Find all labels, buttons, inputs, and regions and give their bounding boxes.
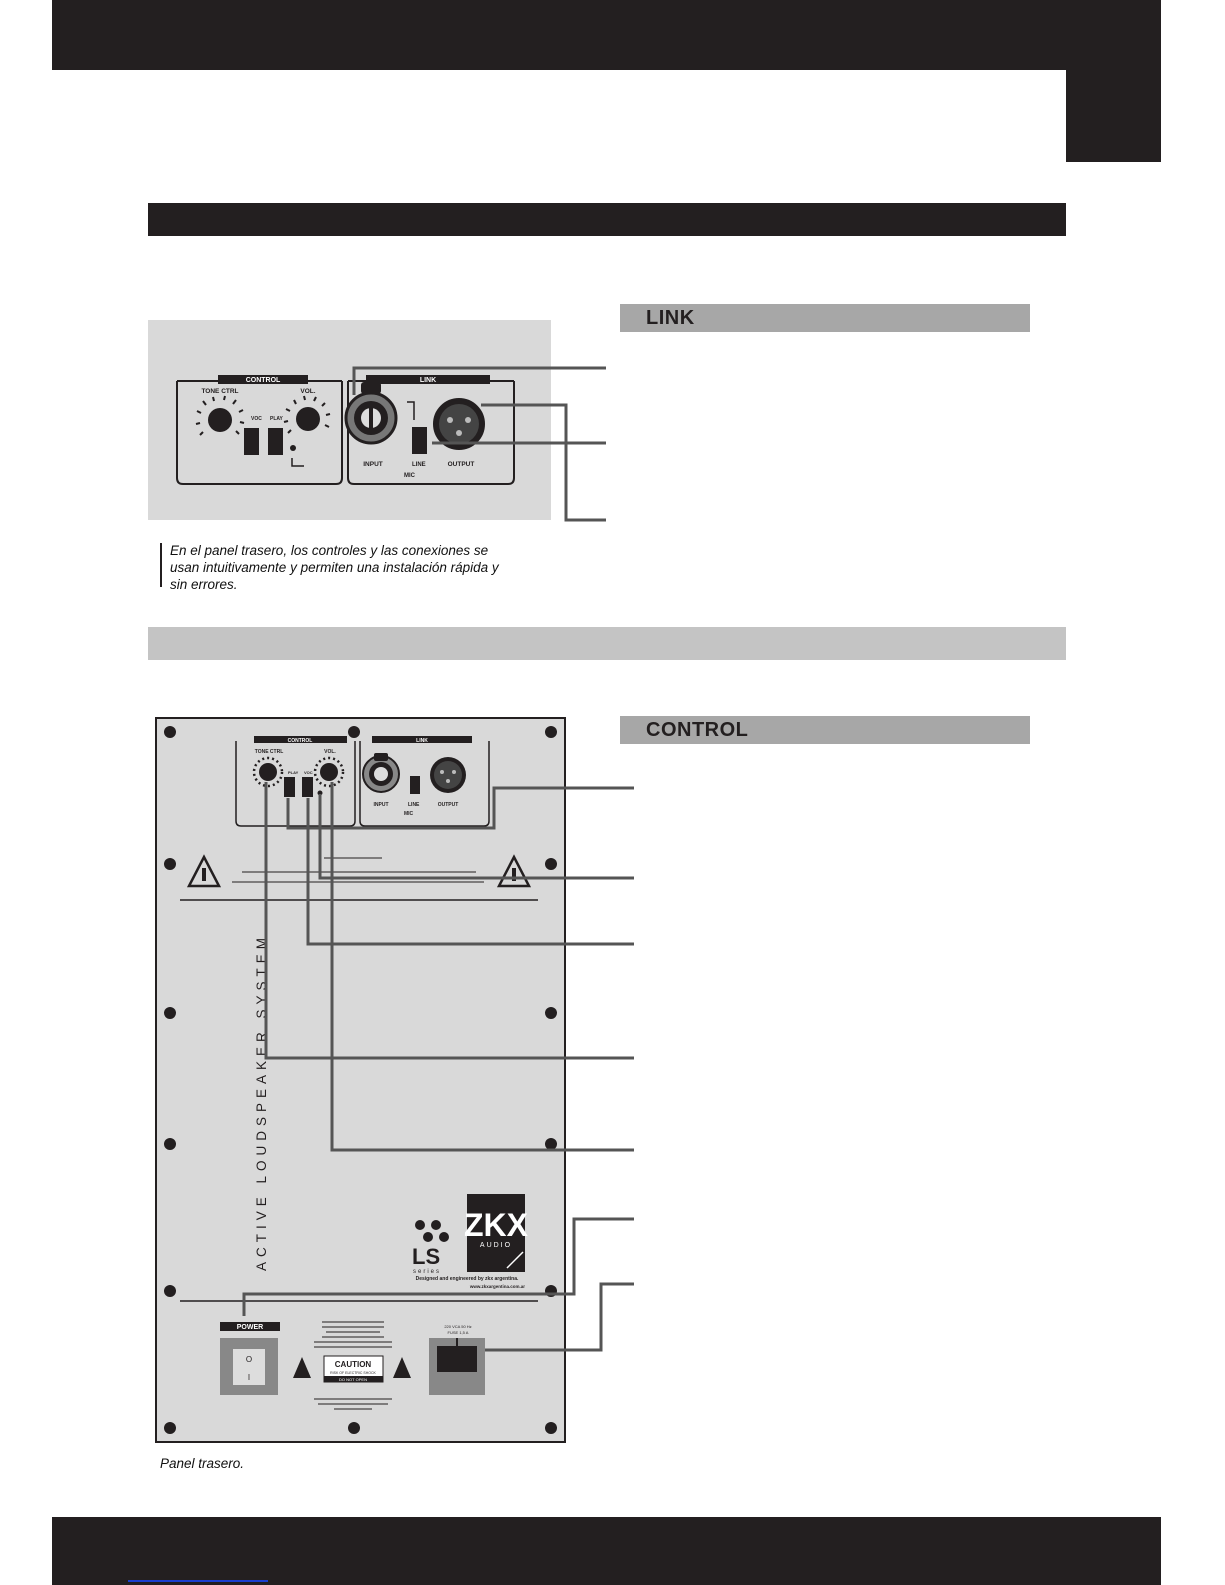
voc-switch[interactable]	[244, 428, 259, 455]
power-on-mark: I	[248, 1373, 250, 1382]
voltage-text: 220 VCA 50 Hz	[444, 1324, 471, 1329]
rear-panel-caption: Panel trasero.	[160, 1456, 245, 1471]
rear-input-label: INPUT	[374, 802, 389, 808]
output-label: OUTPUT	[448, 461, 475, 468]
warning-icon	[496, 854, 532, 888]
power-label: POWER	[237, 1324, 263, 1331]
link-panel-illustration: CONTROL LINK TONE CTRL VOC PLAY VOL. INP…	[148, 320, 606, 522]
series-logo: LS	[412, 1244, 440, 1269]
rear-tone-ctrl-label: TONE CTRL	[255, 749, 284, 755]
power-off-mark: O	[246, 1355, 252, 1364]
rear-line-mic-switch[interactable]	[410, 776, 420, 794]
rear-voc-label: VOC	[304, 770, 313, 775]
chapter-tab	[1066, 0, 1161, 162]
section-bar-dark	[148, 203, 1066, 236]
caution-sub: RISK OF ELECTRIC SHOCK	[330, 1371, 376, 1375]
voc-label: VOC	[251, 416, 262, 422]
rear-tone-knob[interactable]	[259, 763, 277, 781]
link-heading: LINK	[620, 304, 1030, 332]
rear-panel-illustration: CONTROL TONE CTRL PLAY VOC VOL. LINK INP…	[155, 717, 634, 1443]
shock-warning-icon	[293, 1357, 311, 1378]
link-panel-caption: En el panel trasero, los controles y las…	[170, 543, 499, 592]
series-sub-label: series	[413, 1269, 441, 1275]
control-heading: CONTROL	[620, 716, 1030, 744]
brand-sub: AUDIO	[480, 1242, 512, 1249]
tone-ctrl-label: TONE CTRL	[201, 388, 238, 395]
ls-series-logo	[415, 1220, 449, 1242]
website-text: www.zkxargentina.com.ar	[469, 1284, 525, 1289]
mic-label: MIC	[404, 473, 416, 479]
rear-play-label: PLAY	[288, 770, 299, 775]
vol-label: VOL.	[300, 388, 315, 395]
rear-panel-plate	[155, 717, 566, 1443]
line-mic-switch[interactable]	[412, 427, 427, 454]
clip-led	[290, 445, 296, 451]
vol-knob[interactable]	[296, 407, 320, 431]
rear-mic-label: MIC	[404, 811, 414, 817]
mounting-screws	[164, 726, 557, 1434]
tone-knob[interactable]	[208, 408, 232, 432]
rear-line-label: LINE	[408, 802, 420, 808]
header-bar	[52, 0, 1066, 70]
do-not-open-text: DO NOT OPEN	[339, 1377, 367, 1382]
rear-voc-switch[interactable]	[302, 777, 313, 797]
footer-bar	[52, 1517, 1161, 1585]
rear-play-switch[interactable]	[284, 777, 295, 797]
caution-title: CAUTION	[335, 1360, 372, 1369]
rear-control-label: CONTROL	[288, 738, 313, 744]
rear-output-label: OUTPUT	[438, 802, 459, 808]
shock-warning-icon	[393, 1357, 411, 1378]
section-bar-light	[148, 627, 1066, 660]
play-switch[interactable]	[268, 428, 283, 455]
footer-link[interactable]	[128, 1580, 268, 1582]
line-label: LINE	[412, 462, 426, 468]
rear-link-label: LINK	[416, 738, 428, 744]
rear-vol-knob[interactable]	[320, 763, 338, 781]
input-label: INPUT	[363, 461, 383, 468]
designed-by-text: Designed and engineered by zkx argentina…	[416, 1276, 519, 1282]
play-label: PLAY	[270, 416, 284, 422]
warning-icon	[186, 854, 222, 888]
link-label: LINK	[420, 377, 436, 384]
brand-name: ZKX	[464, 1207, 529, 1243]
caption-rule	[160, 543, 162, 587]
control-label: CONTROL	[246, 377, 281, 384]
rear-vol-label: VOL.	[324, 749, 336, 755]
fuse-text: FUSE 1,5 A	[448, 1330, 469, 1335]
